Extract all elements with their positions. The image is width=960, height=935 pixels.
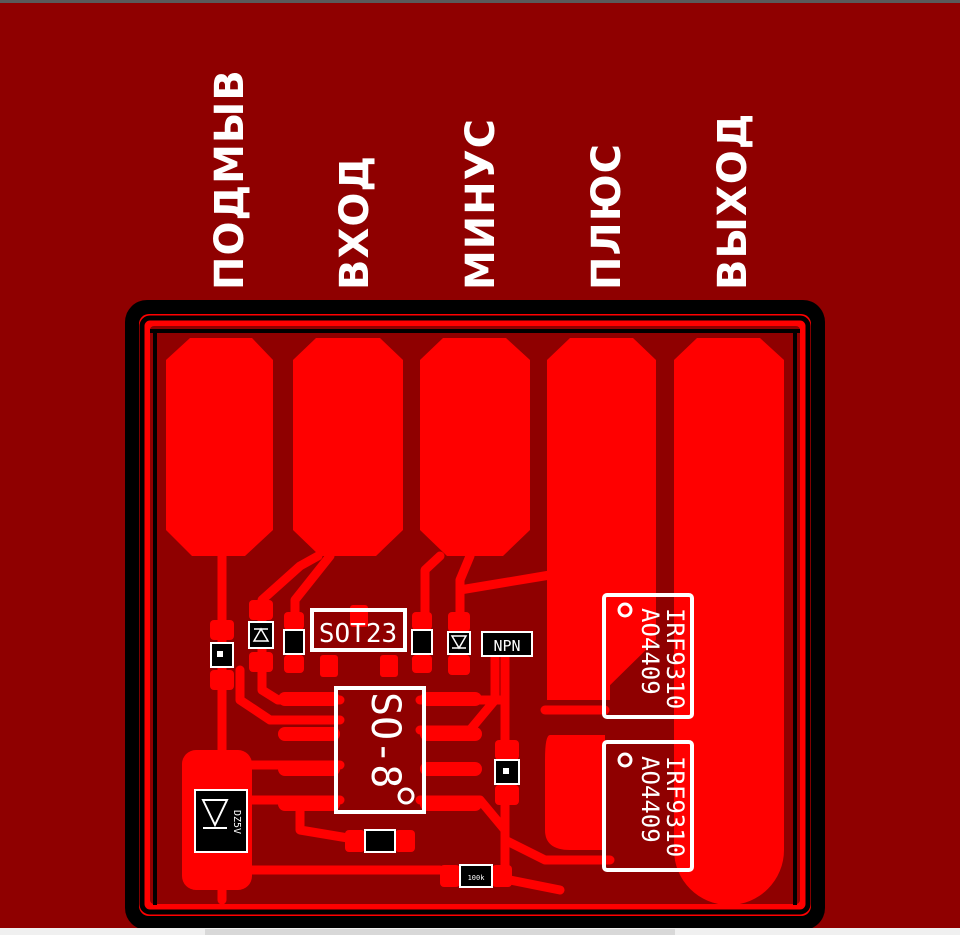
pad-r2-a	[284, 612, 304, 630]
silk-r1-dot	[217, 651, 223, 657]
zone-mosfet-drain	[545, 735, 605, 850]
pin1-marker	[397, 787, 415, 805]
pad-so8-l4	[278, 797, 340, 811]
pad-r1-a	[210, 620, 234, 640]
zener-icon	[201, 799, 229, 829]
silk-d1	[248, 621, 274, 649]
label-mosfet-top-2: AO4409	[636, 608, 664, 695]
pad-r5-b	[395, 830, 415, 852]
pad-d2-a	[448, 612, 470, 632]
label-plus: ПЛЮС	[584, 143, 630, 290]
pad-so8-l1	[278, 692, 340, 706]
pad-r5-a	[345, 830, 365, 852]
top-edge	[0, 0, 960, 3]
label-zener: DZ5V	[231, 810, 242, 834]
pad-r1-b	[210, 670, 234, 690]
label-so8: SO-8	[362, 692, 408, 788]
pad-r3-b	[412, 655, 432, 673]
ring-gap	[139, 315, 811, 915]
trace-gate	[500, 835, 615, 865]
pad-vhod	[293, 338, 403, 556]
label-vyhod: ВЫХОД	[710, 113, 756, 290]
pad-so8-l3	[278, 762, 340, 776]
pad-r6-b	[492, 865, 512, 887]
silkscreen: SOT23 NPN SO-8 100k DZ5V IRF9310 AO4409	[194, 593, 694, 888]
pad-vyhod	[674, 338, 784, 905]
pad-sot-1	[320, 655, 338, 677]
silk-so8	[334, 686, 426, 814]
pad-so8-l2	[278, 727, 340, 741]
silk-r4-dot	[503, 768, 509, 774]
label-100k: 100k	[468, 874, 486, 882]
silk-r6	[459, 864, 493, 888]
pad-r6-a	[440, 865, 460, 887]
pad-so8-r2	[420, 727, 482, 741]
diode-icon-2	[450, 635, 468, 650]
label-mosfet-bottom-1: IRF9310	[661, 756, 689, 857]
pad-r4-a	[495, 740, 519, 760]
silk-sot23	[310, 608, 407, 652]
silk-npn	[481, 631, 533, 657]
silk-r5	[364, 829, 396, 853]
scrollbar-thumb[interactable]	[205, 929, 675, 935]
connector-pads	[166, 338, 784, 905]
label-vhod: ВХОД	[332, 155, 378, 290]
zone-plus-ext	[547, 580, 610, 700]
label-mosfet-top-1: IRF9310	[661, 608, 689, 709]
silk-mosfet-bottom	[602, 740, 694, 872]
trace-minus-3	[455, 570, 555, 595]
silk-r2	[283, 629, 305, 655]
label-mosfet-bottom-2: AO4409	[636, 756, 664, 843]
pad-r4-b	[495, 785, 519, 805]
label-minus: МИНУС	[458, 118, 504, 290]
pad-d1-b	[249, 652, 273, 672]
label-npn: NPN	[493, 637, 520, 655]
pad-sot-2	[380, 655, 398, 677]
pad-minus	[420, 338, 530, 556]
label-podmyv: ПОДМЫВ	[207, 69, 253, 290]
mosfet-top-pin1	[617, 602, 633, 618]
pad-podmyv	[166, 338, 273, 556]
pin-labels: ПОДМЫВ ВХОД МИНУС ПЛЮС ВЫХОД	[207, 69, 756, 290]
pad-d2-b	[448, 655, 470, 675]
diode-icon-1	[252, 627, 270, 642]
pad-so8-r3	[420, 762, 482, 776]
pad-d1-a	[249, 600, 273, 620]
pad-r2-b	[284, 655, 304, 673]
silk-mosfet-top	[602, 593, 694, 719]
pad-so8-r1	[420, 692, 482, 706]
pad-so8-r4	[420, 797, 482, 811]
mosfet-bottom-pin1	[617, 752, 633, 768]
label-sot23: SOT23	[319, 619, 397, 649]
pad-r3-a	[412, 612, 432, 630]
smd-pads	[210, 600, 519, 887]
silk-r3	[411, 629, 433, 655]
trace-so8-1	[235, 665, 345, 725]
trace-res2	[505, 875, 565, 895]
